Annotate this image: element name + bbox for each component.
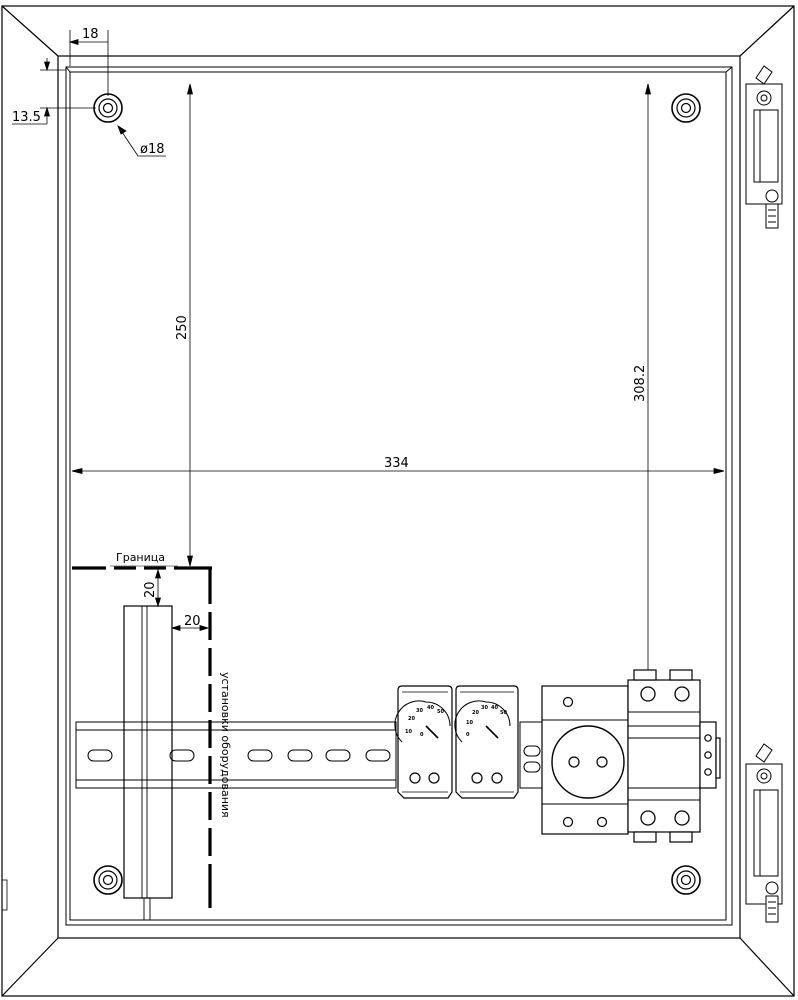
svg-text:40: 40 <box>491 705 498 711</box>
mounting-hole-top-left <box>93 93 123 123</box>
rail-clip <box>519 721 543 789</box>
dimension-mounting-width <box>71 467 725 475</box>
dimension-offset-x <box>68 30 109 96</box>
dimension-duct-gap-right <box>170 624 210 632</box>
dimension-offset-x-label: 18 <box>82 27 99 42</box>
dimension-height-boundary-label: 250 <box>175 315 190 340</box>
thermostat-2-scale: 0 10 20 30 40 50 <box>466 705 507 738</box>
cable-duct <box>123 605 173 920</box>
svg-text:30: 30 <box>416 708 423 714</box>
thermostat-1-scale: 10 20 30 40 50 0 <box>405 705 444 738</box>
dimension-offset-y <box>12 58 96 125</box>
circuit-breaker <box>627 669 721 843</box>
mounting-plate <box>65 66 733 926</box>
thermostat-1 <box>394 685 453 799</box>
dimension-height-boundary <box>186 83 194 567</box>
mounting-hole-top-right <box>671 93 701 123</box>
svg-text:0: 0 <box>420 732 424 738</box>
dimension-hole-diameter <box>117 125 166 157</box>
svg-text:10: 10 <box>405 729 412 735</box>
dimension-offset-y-label: 13.5 <box>12 110 41 125</box>
svg-text:20: 20 <box>472 710 479 716</box>
mounting-hole-bottom-left <box>93 865 123 895</box>
svg-text:0: 0 <box>466 732 470 738</box>
equipment-install-label: установки оборудования <box>219 672 232 818</box>
dimension-duct-gap-right-label: 20 <box>184 614 201 629</box>
svg-text:50: 50 <box>500 710 507 716</box>
dimension-height-breaker-label: 308.2 <box>633 365 648 402</box>
dimension-mounting-width-label: 334 <box>384 456 409 471</box>
svg-text:20: 20 <box>408 716 415 722</box>
svg-text:10: 10 <box>466 720 473 726</box>
svg-text:50: 50 <box>437 709 444 715</box>
thermostat-2 <box>454 685 519 799</box>
equipment-boundary-line <box>72 566 212 908</box>
mounting-hole-bottom-right <box>671 865 701 895</box>
dimension-duct-gap-top-label: 20 <box>143 581 158 598</box>
din-rail-slots <box>87 749 391 762</box>
cabinet-frame <box>1 5 795 997</box>
boundary-label: Граница <box>116 551 165 564</box>
door-hinge-bottom <box>745 743 783 923</box>
dimension-hole-diameter-label: ø18 <box>140 142 165 157</box>
svg-text:40: 40 <box>427 705 434 711</box>
dimension-duct-gap-top <box>154 568 162 608</box>
din-socket <box>541 685 629 835</box>
frame-notch <box>1 879 8 911</box>
door-hinge-top <box>745 65 783 229</box>
svg-text:30: 30 <box>481 705 488 711</box>
